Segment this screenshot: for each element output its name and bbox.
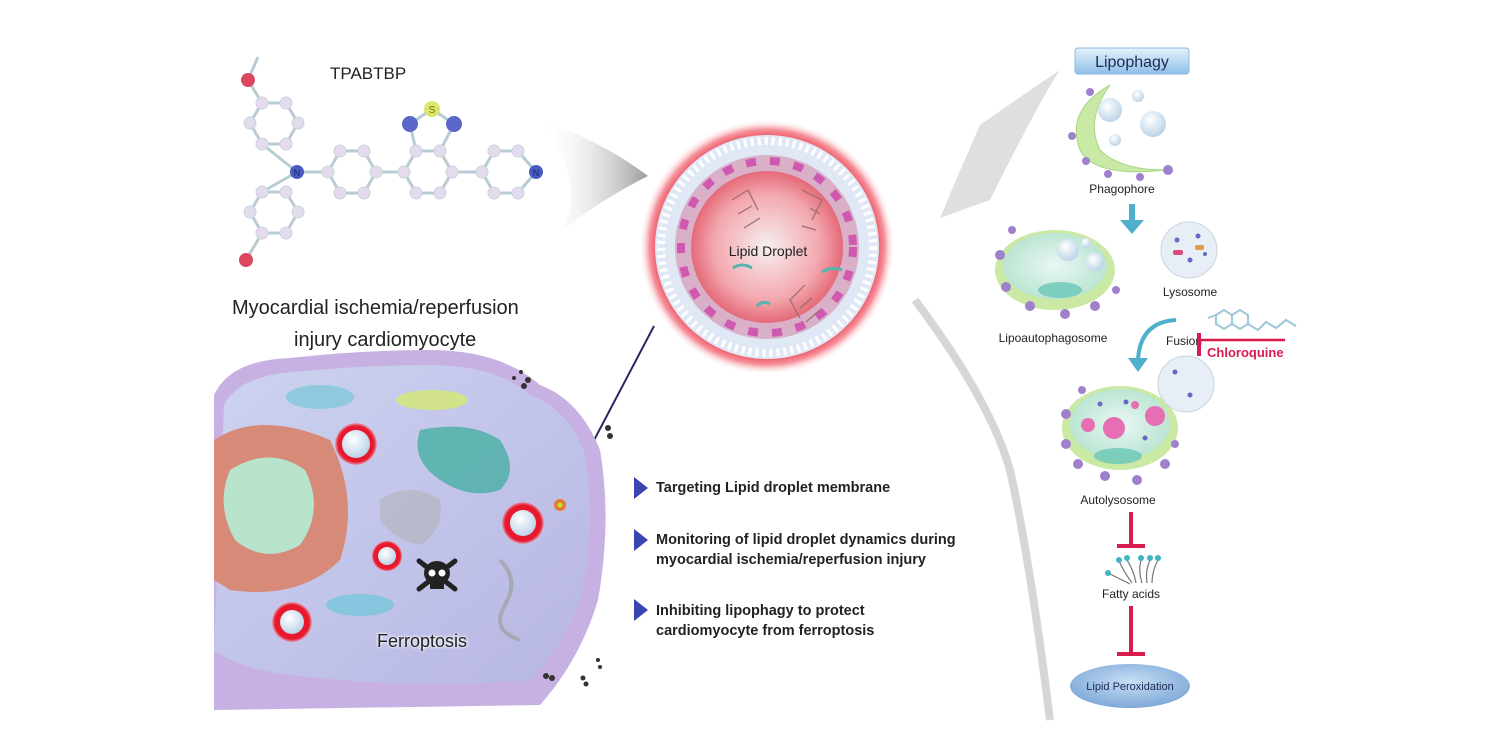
chloroquine-structure — [1207, 308, 1297, 332]
fatty-acids-icon — [1107, 559, 1159, 585]
chevron-right-icon — [634, 529, 648, 551]
zoom-cone-right — [940, 70, 1060, 218]
fusion-label: Fusion — [1166, 334, 1202, 348]
lipoautophagosome — [995, 226, 1120, 319]
lipid-peroxidation-node — [1070, 664, 1190, 708]
cardiomyocyte-cell — [214, 350, 613, 710]
lysosome — [1160, 221, 1218, 279]
lysosome-label: Lysosome — [1163, 285, 1218, 299]
key-point-line: cardiomyocyte from ferroptosis — [656, 623, 875, 639]
nitrogen-atom-label: N — [294, 168, 301, 178]
lipoautophagosome-label: Lipoautophagosome — [999, 331, 1108, 345]
zoom-cone-left — [540, 120, 648, 232]
inhibition-bar-2 — [1117, 606, 1145, 656]
lipid-droplet-small — [271, 601, 313, 643]
arrow-down-icon — [1120, 204, 1144, 234]
autolysosome-label: Autolysosome — [1080, 493, 1156, 507]
chevron-right-icon — [634, 477, 648, 499]
lipophagy-title-box — [1074, 47, 1190, 75]
lipid-peroxidation-label: Lipid Peroxidation — [1086, 681, 1173, 693]
inhibition-bar-1 — [1117, 512, 1145, 548]
phagophore-label: Phagophore — [1089, 182, 1155, 196]
sulfur-atom-label: S — [429, 105, 436, 116]
key-point-line: Monitoring of lipid droplet dynamics dur… — [656, 532, 956, 548]
skull-crossbones-icon — [416, 558, 458, 592]
autolysosome — [1061, 355, 1215, 485]
key-point-line: Targeting Lipid droplet membrane — [656, 480, 891, 496]
zoom-curve-right — [911, 297, 1054, 721]
fatty-acid-heads — [1105, 555, 1161, 576]
nitrogen-atom-label: N — [533, 168, 540, 178]
fusion-arrow-icon — [1136, 318, 1177, 361]
lipid-droplet-small — [501, 501, 545, 545]
lipid-droplet-label: Lipid Droplet — [729, 243, 808, 259]
cell-title-line1: Myocardial ischemia/reperfusion — [232, 297, 519, 319]
fatty-acids-label: Fatty acids — [1102, 587, 1160, 601]
phagophore — [1068, 84, 1173, 181]
fusion-arrowhead — [1128, 358, 1148, 372]
ferroptosis-label: Ferroptosis — [377, 631, 468, 651]
lipid-droplet-small — [371, 540, 403, 572]
key-point-line: myocardial ischemia/reperfusion injury — [656, 552, 926, 568]
lipid-droplet-small — [334, 422, 378, 466]
key-point-line: Inhibiting lipophagy to protect — [656, 603, 865, 619]
inhibition-bar-chloroquine — [1197, 333, 1285, 356]
lipophagy-title: Lipophagy — [1095, 54, 1169, 71]
chevron-right-icon — [634, 599, 648, 621]
lipid-droplet-large — [639, 119, 895, 375]
molecule-atoms: S N N — [239, 73, 543, 267]
molecule-name: TPABTBP — [330, 64, 406, 83]
chloroquine-label: Chloroquine — [1207, 345, 1284, 360]
cell-title-line2: injury cardiomyocyte — [294, 329, 477, 351]
